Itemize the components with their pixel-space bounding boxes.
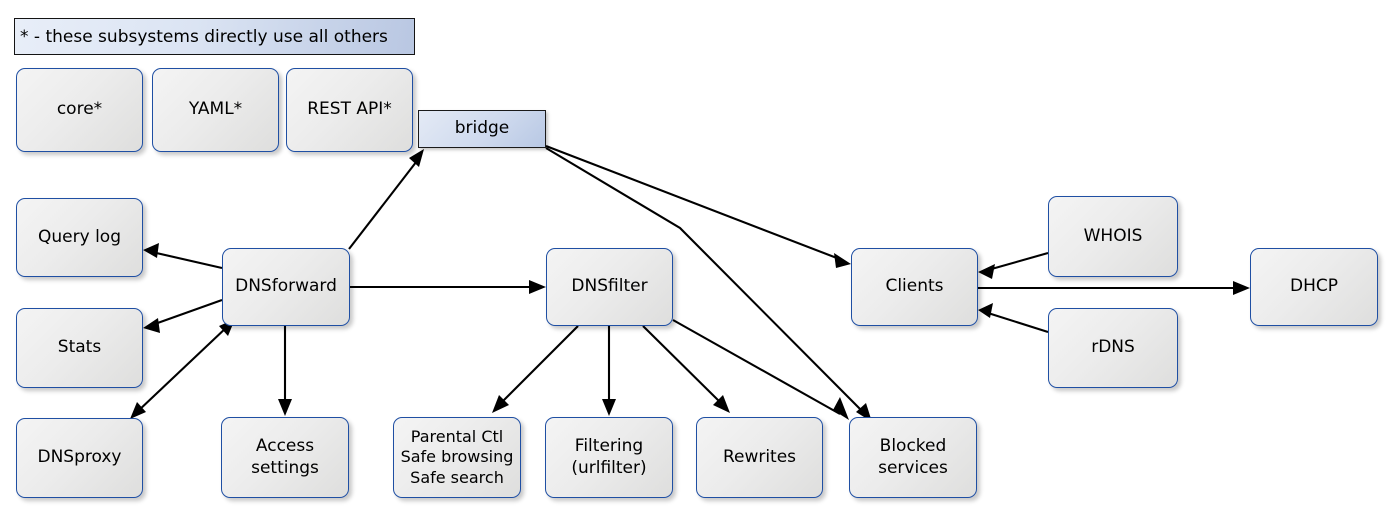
node-filtering[interactable]: Filtering (urlfilter) — [545, 417, 673, 498]
edge-whois-to-clients — [978, 251, 1049, 279]
legend-note-text: * - these subsystems directly use all ot… — [20, 26, 388, 47]
edge-dnsfilter-to-rewrites — [642, 325, 730, 413]
edge-dnsfilter-to-parentalctl — [492, 325, 579, 413]
legend-note: * - these subsystems directly use all ot… — [14, 18, 415, 55]
edge-dnsfilter-to-blockedservices — [672, 319, 849, 420]
node-rdns-label: rDNS — [1091, 337, 1135, 358]
node-blocked-services[interactable]: Blocked services — [849, 417, 977, 498]
node-clients-label: Clients — [885, 276, 944, 297]
node-yaml-label: YAML* — [188, 99, 243, 120]
node-dhcp[interactable]: DHCP — [1250, 248, 1378, 326]
node-dnsforward-label: DNSforward — [235, 276, 337, 297]
edge-dnsforward-to-querylog — [143, 243, 223, 270]
node-access-settings[interactable]: Access settings — [221, 417, 349, 498]
node-rest-api[interactable]: REST API* — [286, 68, 413, 152]
edge-clients-to-dhcp — [978, 281, 1250, 295]
node-bridge[interactable]: bridge — [418, 110, 546, 148]
node-blocked-services-label: Blocked services — [878, 435, 948, 478]
node-dnsfilter[interactable]: DNSfilter — [546, 248, 673, 326]
node-dnsproxy[interactable]: DNSproxy — [16, 418, 143, 498]
node-bridge-label: bridge — [454, 118, 510, 139]
node-dhcp-label: DHCP — [1290, 276, 1338, 297]
node-dnsproxy-label: DNSproxy — [37, 447, 122, 468]
edge-dnsfilter-to-filtering — [602, 326, 616, 416]
edge-dnsforward-to-accesssettings — [278, 326, 292, 416]
node-rest-api-label: REST API* — [307, 99, 392, 120]
edge-dnsforward-to-dnsfilter — [350, 280, 546, 294]
node-yaml[interactable]: YAML* — [152, 68, 279, 152]
node-parental-ctl-label: Parental Ctl Safe browsing Safe search — [400, 426, 514, 487]
node-core[interactable]: core* — [16, 68, 143, 152]
node-rewrites-label: Rewrites — [722, 446, 797, 467]
node-stats[interactable]: Stats — [16, 308, 143, 388]
edge-rdns-to-clients — [978, 303, 1049, 334]
node-parental-ctl[interactable]: Parental Ctl Safe browsing Safe search — [393, 417, 521, 498]
node-filtering-label: Filtering (urlfilter) — [571, 435, 647, 478]
node-core-label: core* — [56, 99, 103, 120]
node-rewrites[interactable]: Rewrites — [696, 417, 823, 498]
node-whois-label: WHOIS — [1083, 225, 1143, 246]
edge-dnsforward-to-stats — [143, 299, 223, 333]
node-stats-label: Stats — [57, 337, 102, 358]
edge-dnsforward-to-dnsproxy — [130, 319, 235, 419]
node-rdns[interactable]: rDNS — [1048, 308, 1178, 388]
edge-dnsforward-to-bridge — [348, 149, 424, 250]
node-query-log[interactable]: Query log — [16, 198, 143, 277]
node-whois[interactable]: WHOIS — [1048, 196, 1178, 277]
node-clients[interactable]: Clients — [851, 248, 978, 326]
node-query-log-label: Query log — [38, 226, 121, 247]
node-dnsfilter-label: DNSfilter — [571, 276, 648, 297]
node-dnsforward[interactable]: DNSforward — [222, 248, 350, 326]
node-access-settings-label: Access settings — [251, 435, 319, 478]
